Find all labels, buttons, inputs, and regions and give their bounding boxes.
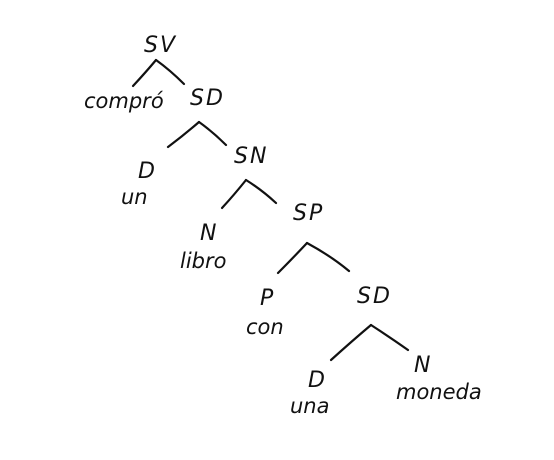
- leaf-con: con: [246, 315, 284, 339]
- leaf-libro: libro: [180, 249, 226, 273]
- node-n-libro: N: [200, 221, 218, 246]
- branch-sp-right: [305, 241, 351, 273]
- branch-sd1-left: [166, 120, 201, 149]
- node-sd-pp: SD: [357, 284, 392, 309]
- branch-sd1-right: [197, 120, 228, 147]
- branch-sn-right: [244, 178, 278, 205]
- node-sn: SN: [234, 144, 268, 169]
- node-sv: SV: [144, 33, 177, 58]
- node-sd-object: SD: [190, 86, 225, 111]
- node-d-un: D: [138, 159, 157, 184]
- branch-sn-left: [220, 178, 248, 210]
- leaf-una: una: [290, 394, 330, 418]
- node-d-una: D: [308, 368, 327, 393]
- branch-sp-left: [276, 241, 309, 275]
- node-sp: SP: [293, 201, 324, 226]
- leaf-moneda: moneda: [396, 380, 482, 404]
- leaf-un: un: [121, 185, 148, 209]
- node-n-moneda: N: [414, 353, 432, 378]
- branch-sd2-left: [329, 323, 373, 362]
- branch-sd2-right: [369, 323, 410, 352]
- branch-sv-right: [154, 58, 186, 86]
- leaf-compro: compró: [84, 89, 164, 113]
- branch-sv-left: [131, 58, 158, 88]
- node-p: P: [260, 286, 275, 311]
